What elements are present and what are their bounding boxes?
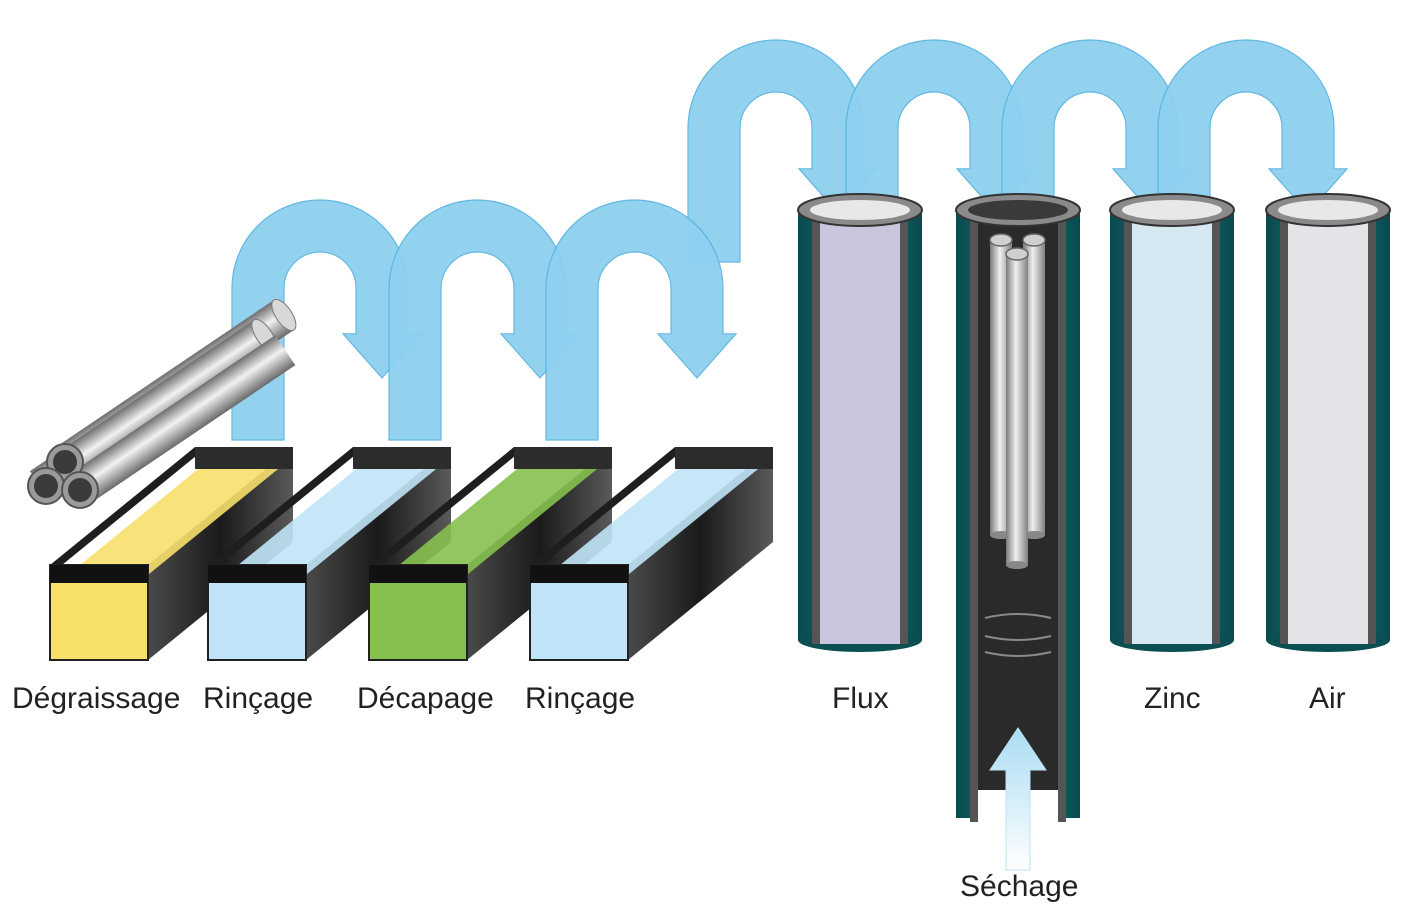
cylinder-inner-icon: [1132, 210, 1212, 644]
cylinder-zinc: [1109, 193, 1235, 652]
dryer-tube-opening-icon: [1022, 233, 1046, 247]
bath-wall-icon: [467, 447, 612, 660]
dryer-grid-icon: [984, 651, 1052, 657]
bath-liquid-icon: [377, 465, 602, 583]
bath-degraissage: [49, 447, 293, 661]
dryer-tube-opening-icon: [989, 233, 1013, 247]
cylinder-inner-icon: [1288, 210, 1368, 644]
bath-far-wall-icon: [514, 447, 612, 469]
bath-rim-icon: [50, 447, 207, 565]
bath-rim-icon: [208, 447, 365, 565]
stage-label-rincage-1: Rinçage: [203, 682, 314, 715]
dryer-tube-end-icon: [1006, 561, 1028, 569]
stage-label-flux: Flux: [832, 682, 889, 715]
dryer-grid-icon: [984, 635, 1052, 641]
bath-liquid-icon: [538, 465, 763, 583]
air-inflow-arrow-icon: [989, 727, 1047, 871]
cylinder-air: [1265, 193, 1391, 652]
bath-wall-icon: [148, 447, 293, 660]
dryer-tube-end-icon: [1023, 531, 1045, 539]
process-flow-arrows-upper: [687, 39, 1349, 263]
cylinder-inner-icon: [820, 210, 900, 644]
bath-liquid-icon: [58, 465, 283, 583]
treatment-baths: [49, 447, 773, 661]
bath-rincage-1: [207, 447, 451, 661]
bath-decapage: [368, 447, 612, 661]
stage-label-rincage-2: Rinçage: [525, 682, 636, 715]
bath-far-wall-icon: [195, 447, 293, 469]
cylinder-opening-icon: [810, 200, 910, 220]
bath-front-rim-icon: [50, 565, 148, 583]
cylinder-opening-icon: [1122, 200, 1222, 220]
bath-wall-icon: [628, 447, 773, 660]
cylinder-flux: [797, 193, 923, 652]
stage-label-zinc: Zinc: [1144, 682, 1201, 715]
bath-far-wall-icon: [675, 447, 773, 469]
stage-label-decapage: Décapage: [357, 682, 494, 715]
treatment-cylinders: [797, 193, 1391, 871]
dryer-tube-opening-icon: [1005, 247, 1029, 261]
process-flow-arrows-lower: [231, 199, 738, 441]
bath-rim-icon: [369, 447, 526, 565]
bath-rincage-2: [529, 447, 773, 661]
bath-front-rim-icon: [208, 565, 306, 583]
stage-label-air: Air: [1309, 682, 1346, 715]
stage-label-sechage: Séchage: [960, 870, 1079, 903]
bath-front-rim-icon: [369, 565, 467, 583]
bath-liquid-icon: [216, 465, 441, 583]
dryer-tube-icon: [1006, 254, 1028, 565]
stage-label-degraissage: Dégraissage: [12, 682, 181, 715]
bath-rim-icon: [530, 447, 687, 565]
cylinder-opening-icon: [1278, 200, 1378, 220]
input-pipes-illustration: [27, 298, 297, 509]
bath-far-wall-icon: [353, 447, 451, 469]
flow-arrow-to-rincage-2: [545, 199, 738, 441]
cylinder-sechage: [955, 193, 1081, 871]
dryer-tube-icon: [1023, 240, 1045, 535]
dryer-grid-icon: [984, 613, 1052, 619]
bath-front-rim-icon: [530, 565, 628, 583]
bath-wall-icon: [306, 447, 451, 660]
dryer-opening-icon: [968, 200, 1068, 220]
